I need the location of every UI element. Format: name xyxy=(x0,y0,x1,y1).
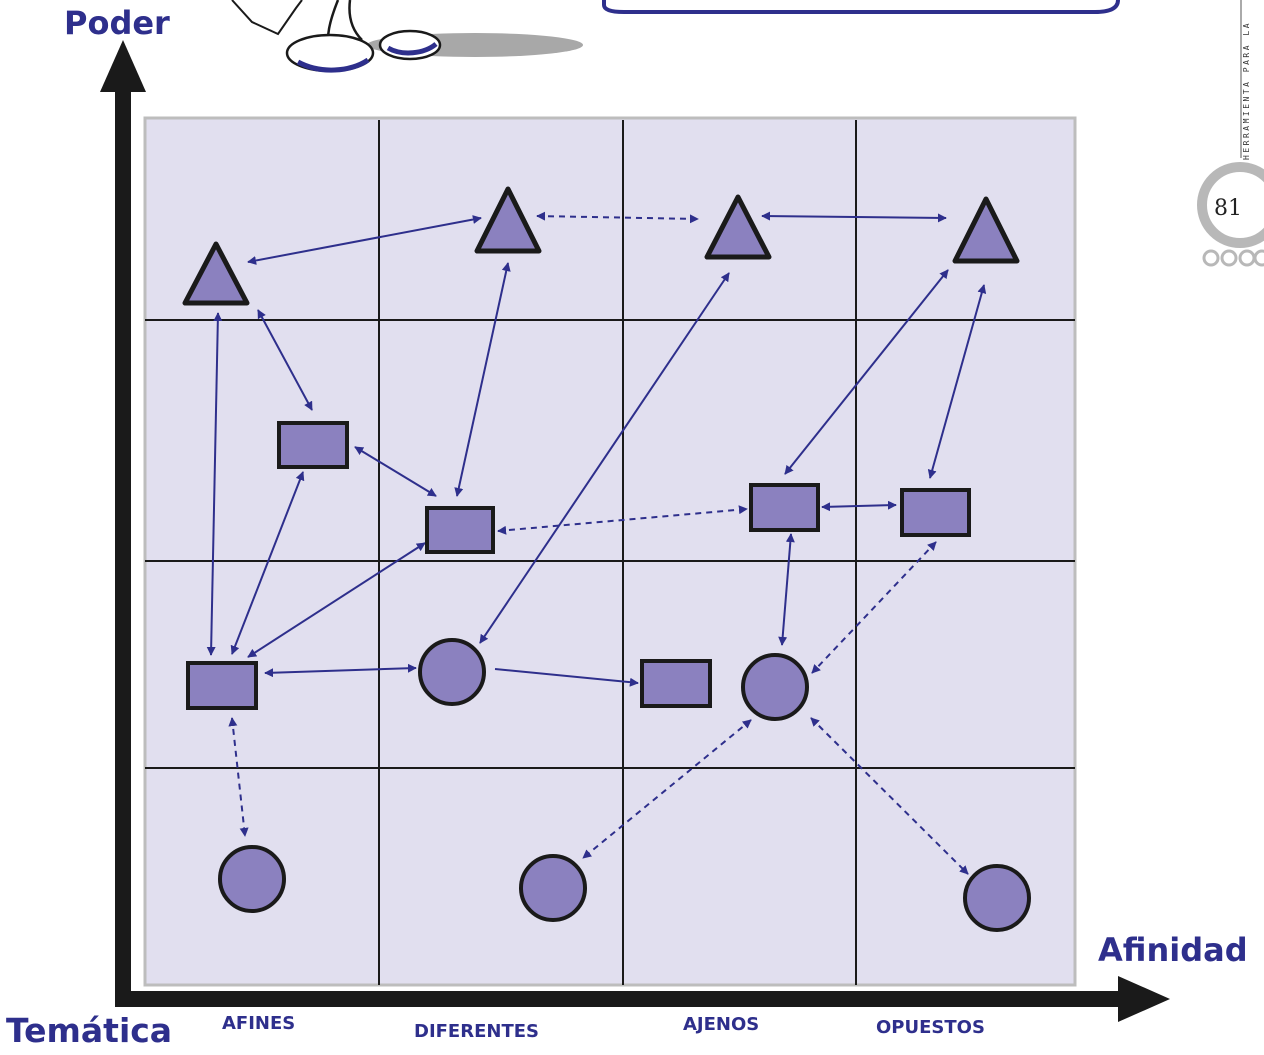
actor-circle xyxy=(963,864,1031,932)
column-label-opuestos: OPUESTOS xyxy=(876,1017,985,1038)
actor-triangle xyxy=(704,194,772,260)
cartoon-figure-illustration xyxy=(231,0,583,73)
x-axis-arrowhead xyxy=(1118,976,1170,1022)
actor-rectangle xyxy=(186,661,258,710)
circle-actors xyxy=(218,638,1031,932)
y-axis xyxy=(115,88,131,1007)
x-axis xyxy=(115,991,1125,1007)
actor-rectangle xyxy=(277,421,349,469)
actor-rectangle xyxy=(640,659,712,708)
actor-circle xyxy=(519,854,587,922)
side-caption: HERRAMIENTA PARA LA xyxy=(1240,0,1264,160)
actor-triangle xyxy=(952,196,1020,264)
affinity-label: Afinidad xyxy=(1098,931,1248,969)
callout-box-edge xyxy=(602,0,1120,14)
page-tab-ornament xyxy=(1197,0,1264,267)
triangle-actors xyxy=(182,186,1020,306)
actor-circle xyxy=(418,638,486,706)
column-label-ajenos: AJENOS xyxy=(683,1014,760,1035)
page-number: 81 xyxy=(1214,196,1242,221)
solid-relations xyxy=(206,211,987,678)
y-axis-label: Poder xyxy=(64,4,170,42)
y-axis-arrowhead xyxy=(100,40,146,92)
rectangle-actors xyxy=(186,421,971,710)
x-axis-label: Temática xyxy=(6,1011,173,1050)
axes xyxy=(100,40,1170,1022)
side-caption-text: HERRAMIENTA PARA LA xyxy=(1242,20,1251,160)
solid-relation-oneway xyxy=(494,668,639,687)
matrix-background xyxy=(143,116,1077,987)
actor-triangle xyxy=(182,241,250,306)
column-label-diferentes: DIFERENTES xyxy=(414,1021,539,1042)
dashed-relations xyxy=(228,211,969,875)
actor-rectangle xyxy=(749,483,820,532)
actor-rectangle xyxy=(425,506,495,554)
actor-triangle xyxy=(474,186,542,254)
actor-rectangle xyxy=(900,488,971,537)
column-label-afines: AFINES xyxy=(222,1013,296,1034)
actor-circle xyxy=(218,845,286,913)
actor-circle xyxy=(741,653,809,721)
